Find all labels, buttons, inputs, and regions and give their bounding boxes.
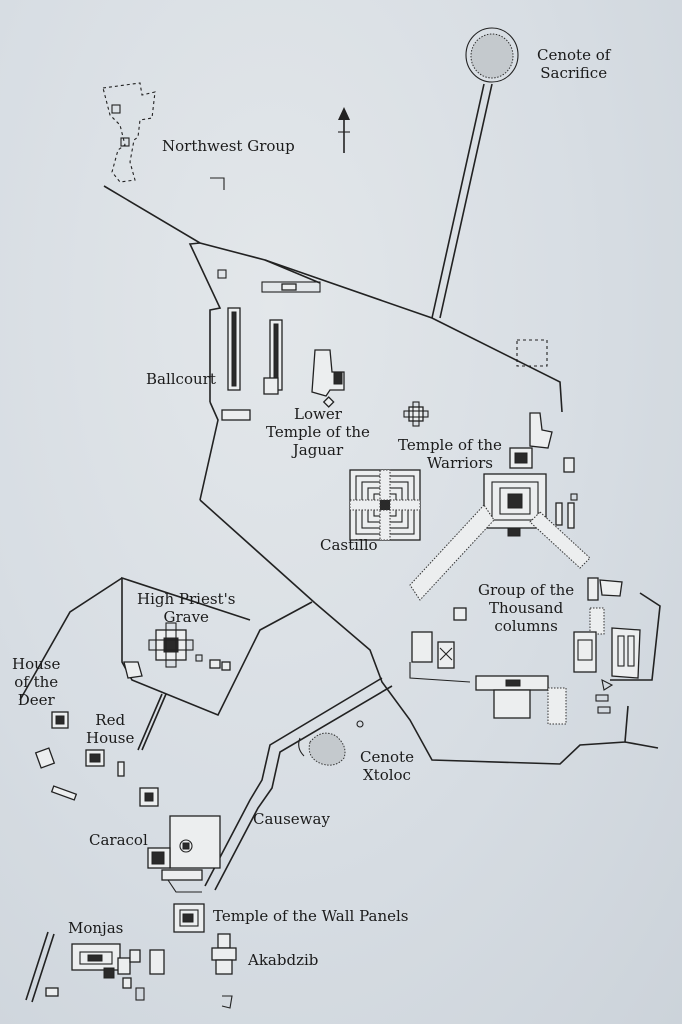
cenote-xtoloc xyxy=(298,720,364,766)
akabdzib xyxy=(211,933,237,1009)
north-arrow-icon xyxy=(338,107,350,153)
monjas-complex xyxy=(25,931,165,1003)
label-akabdzib: Akabdzib xyxy=(248,951,319,969)
label-ballcourt: Ballcourt xyxy=(146,370,216,388)
label-caracol: Caracol xyxy=(89,831,148,849)
caracol-observatory xyxy=(147,815,221,893)
castillo-pyramid xyxy=(349,469,421,541)
label-monjas: Monjas xyxy=(68,919,124,937)
label-causeway: Causeway xyxy=(253,810,330,828)
label-group-of-the-thousand-columns: Group of the Thousand columns xyxy=(478,581,575,635)
warriors-complex xyxy=(409,412,591,601)
label-red-house: Red House xyxy=(86,711,135,747)
label-temple-of-the-warriors: Temple of the Warriors xyxy=(398,436,502,472)
warriors-platform xyxy=(403,339,548,427)
temple-wall-panels xyxy=(173,903,205,933)
main-plaza-walls xyxy=(103,185,661,765)
label-castillo: Castillo xyxy=(320,536,378,554)
southwest-structures xyxy=(19,577,159,807)
label-temple-of-the-wall-panels: Temple of the Wall Panels xyxy=(213,907,409,925)
label-lower-temple-of-the-jaguar: Lower Temple of the Jaguar xyxy=(266,405,370,459)
causeway xyxy=(204,677,393,891)
ballcourt-structure xyxy=(217,269,321,421)
label-northwest-group: Northwest Group xyxy=(162,137,295,155)
temple-of-the-jaguar xyxy=(311,349,345,408)
label-house-of-the-deer: House of the Deer xyxy=(12,655,61,709)
label-cenote-xtoloc: Cenote Xtoloc xyxy=(360,748,414,784)
label-high-priests-grave: High Priest's Grave xyxy=(137,590,236,626)
cenote-of-sacrifice xyxy=(431,27,519,319)
thousand-columns-structures xyxy=(409,577,641,725)
label-cenote-of-sacrifice: Cenote of Sacrifice xyxy=(537,46,611,82)
northwest-group-structures xyxy=(102,82,225,190)
